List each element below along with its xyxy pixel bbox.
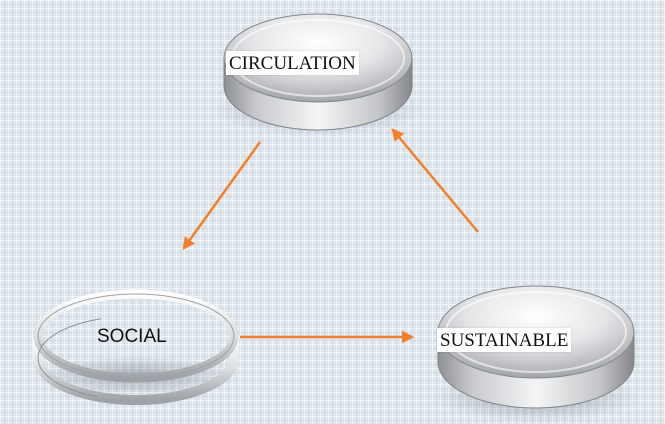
circulation-node <box>214 13 422 136</box>
sustainable-node <box>432 285 640 422</box>
arrow-sustainable-to-circulation <box>391 128 479 233</box>
arrow-circulation-to-social <box>182 141 262 251</box>
sustainable-label: SUSTAINABLE <box>437 328 572 352</box>
circulation-label: CIRCULATION <box>226 51 359 75</box>
social-label: SOCIAL <box>97 326 167 347</box>
social-node <box>33 289 239 405</box>
